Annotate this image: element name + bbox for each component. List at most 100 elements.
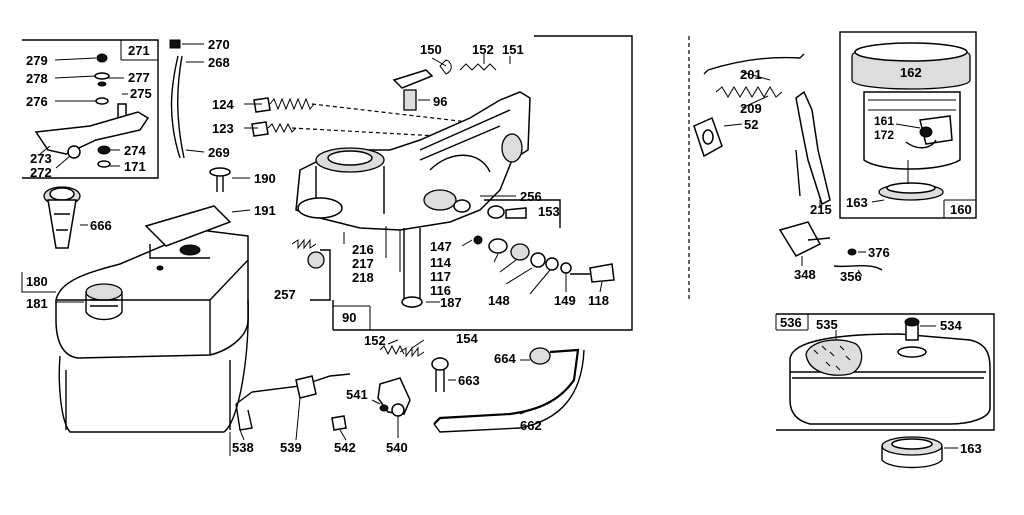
screw-279-icon	[96, 53, 108, 63]
nut-274-icon	[97, 145, 111, 155]
rod-268-icon	[170, 55, 181, 159]
box-271-group	[22, 39, 159, 179]
fuel-tank-group	[55, 205, 251, 433]
seal-163-bottom-group	[881, 436, 958, 469]
label-152-bottom: 152	[364, 333, 386, 348]
label-124: 124	[212, 97, 234, 112]
label-535: 535	[816, 317, 838, 332]
screw-190-icon	[209, 167, 231, 177]
label-180: 180	[26, 274, 48, 289]
label-162: 162	[900, 65, 922, 80]
label-117: 117	[430, 269, 451, 284]
box-90-outline	[332, 35, 633, 331]
label-268: 268	[208, 55, 230, 70]
filter-666-icon	[47, 199, 77, 249]
label-114: 114	[430, 255, 452, 270]
washer-276-icon	[95, 97, 109, 105]
washer-148-icon	[545, 257, 559, 271]
label-257: 257	[274, 287, 296, 302]
bushing-272-icon	[67, 145, 81, 159]
label-171: 171	[124, 159, 146, 174]
shaft-96-icon	[403, 89, 417, 111]
label-256: 256	[520, 189, 542, 204]
label-269: 269	[208, 145, 230, 160]
nut-376-icon	[847, 248, 857, 256]
screw-118-icon	[589, 263, 615, 283]
label-279: 279	[26, 53, 48, 68]
label-273: 273	[30, 151, 52, 166]
label-274: 274	[124, 143, 146, 158]
label-163-top: 163	[846, 195, 868, 210]
bracket-348-icon	[778, 221, 822, 257]
label-148: 148	[488, 293, 510, 308]
governor-linkage-group	[235, 339, 585, 441]
wire-356-icon	[833, 265, 883, 271]
label-270: 270	[208, 37, 230, 52]
box-160-group	[839, 31, 977, 219]
label-187: 187	[440, 295, 462, 310]
label-278: 278	[26, 71, 48, 86]
washer-153-icon	[487, 205, 505, 219]
label-217: 217	[352, 256, 374, 271]
washer-116-icon	[530, 252, 546, 268]
lever-150-icon	[392, 69, 434, 89]
label-209: 209	[740, 101, 762, 116]
label-151: 151	[502, 42, 524, 57]
label-539: 539	[280, 440, 302, 455]
label-153: 153	[538, 204, 560, 219]
bracket-662-icon	[433, 348, 580, 425]
label-542: 542	[334, 440, 356, 455]
label-123: 123	[212, 121, 234, 136]
label-154: 154	[456, 331, 478, 346]
box-536-outline	[776, 313, 995, 431]
plug-147-icon	[473, 235, 483, 245]
label-52: 52	[744, 117, 758, 132]
label-216: 216	[352, 242, 374, 257]
spring-151-icon	[459, 63, 497, 71]
linkage-group	[169, 39, 205, 159]
label-536: 536	[780, 315, 802, 330]
label-147: 147	[430, 239, 452, 254]
label-272: 272	[30, 165, 52, 180]
link-539-icon	[235, 373, 351, 405]
label-201: 201	[740, 67, 762, 82]
bushing-664-icon	[529, 347, 551, 365]
label-534: 534	[940, 318, 962, 333]
clip-270-icon	[169, 39, 181, 49]
fuel-tank-icon	[55, 229, 249, 359]
label-163-bottom: 163	[960, 441, 982, 456]
needle-124-icon	[253, 97, 271, 113]
label-666: 666	[90, 218, 112, 233]
label-541: 541	[346, 387, 368, 402]
label-348: 348	[794, 267, 816, 282]
box-153-frame	[484, 199, 561, 228]
spring-124-icon	[269, 97, 315, 111]
label-277: 277	[128, 70, 150, 85]
carburetor-box-90	[244, 35, 633, 331]
label-540: 540	[386, 440, 408, 455]
spring-152-icon	[379, 344, 405, 356]
label-663: 663	[458, 373, 480, 388]
label-662: 662	[520, 418, 542, 433]
washer-149-icon	[560, 262, 572, 274]
element-161-icon	[863, 91, 961, 170]
washer-278-icon	[94, 72, 110, 80]
spring-257-icon	[291, 238, 317, 250]
lever-273-icon	[34, 111, 150, 155]
box-160-outline	[839, 31, 977, 219]
label-96: 96	[433, 94, 447, 109]
label-538: 538	[232, 440, 254, 455]
label-172: 172	[874, 128, 894, 142]
label-152-top: 152	[472, 42, 494, 57]
filter-535-icon	[805, 339, 863, 376]
fuel-cap-181-icon	[85, 283, 123, 301]
label-376: 376	[868, 245, 890, 260]
nut-541-icon	[379, 404, 389, 412]
label-118: 118	[588, 293, 609, 308]
label-149: 149	[554, 293, 576, 308]
spring-209-icon	[715, 86, 783, 98]
label-116: 116	[430, 283, 451, 298]
needle-123-icon	[251, 121, 269, 137]
screw-257-icon	[307, 251, 325, 269]
label-664: 664	[494, 351, 516, 366]
